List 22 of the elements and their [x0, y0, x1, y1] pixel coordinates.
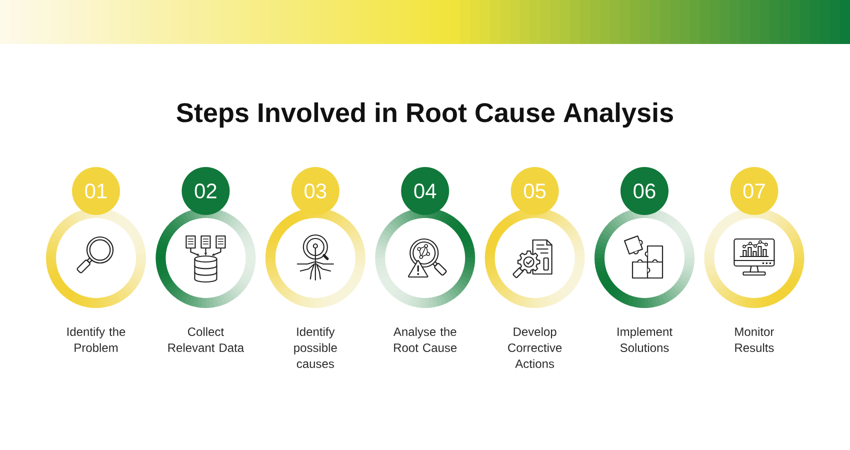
step-label: Identify possible causes	[294, 327, 337, 368]
step-label: Develop Corrective Actions	[508, 327, 562, 368]
step-label: Collect Relevant Data	[168, 327, 244, 352]
ring	[375, 208, 476, 308]
title: Steps Involved in Root Cause Analysis	[176, 102, 673, 128]
ring	[704, 208, 804, 308]
step-label: Implement Solutions	[618, 327, 672, 352]
step-label: Analyse the Root Cause	[393, 327, 457, 352]
step-number: 02	[194, 184, 216, 198]
step-number: 05	[524, 184, 546, 198]
step-number: 04	[414, 184, 436, 198]
ring	[265, 208, 366, 308]
step-number: 06	[634, 184, 656, 198]
step-number: 03	[304, 184, 326, 198]
ring	[156, 208, 256, 308]
ring	[484, 208, 585, 308]
step-number: 01	[85, 184, 107, 198]
step-number: 07	[743, 184, 765, 198]
step-label: Monitor Results	[735, 327, 774, 352]
ring	[46, 208, 146, 308]
step-label: Identify the Problem	[67, 327, 126, 352]
ring	[594, 208, 694, 308]
